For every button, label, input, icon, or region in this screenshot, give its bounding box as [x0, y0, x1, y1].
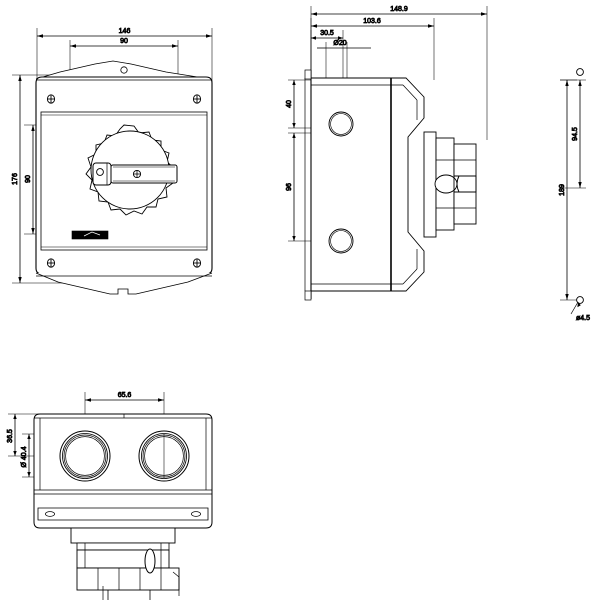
side-view-dimension-103-6: 103.6	[310, 18, 435, 80]
side-view-enclosure-profile	[310, 77, 425, 292]
side-view-cable-entry-lower	[328, 228, 354, 254]
cover-screw-top-right	[192, 94, 202, 104]
dimension-label: 94.5	[572, 127, 579, 141]
dimension-label: 148.9	[390, 6, 408, 13]
dimension-label: 146	[119, 28, 131, 35]
dimension-label: 189	[559, 184, 566, 196]
front-view-padlock-hasp[interactable]	[92, 162, 112, 186]
dimension-label: 96	[286, 183, 293, 191]
mounting-hole-top	[576, 68, 584, 76]
side-view-mounting-plate	[304, 69, 312, 301]
bottom-view-cable-entry-right[interactable]	[138, 430, 190, 482]
mounting-hole-view: 189 94.5 ø4.5	[559, 68, 591, 322]
front-view-cover-screws	[46, 94, 202, 268]
side-view-cable-entry-upper	[328, 111, 354, 137]
mounting-hole-dimension-189: 189	[559, 80, 569, 300]
front-view-bottom-cap	[35, 272, 213, 295]
mounting-hole-dimension-94-5: 94.5	[572, 80, 582, 188]
dimension-label: Ø 40.4	[21, 446, 28, 467]
bottom-view-flange-strip	[37, 507, 209, 521]
dimension-label: 103.6	[363, 18, 381, 25]
dimension-label: 65.6	[118, 392, 132, 399]
mounting-hole-dimension-dia-4-5: ø4.5	[570, 301, 591, 322]
side-view-dimension-30-5: 30.5	[310, 30, 344, 80]
dimension-label: 36.5	[7, 429, 14, 443]
dimension-label: 90	[120, 38, 128, 45]
front-view-top-cap	[35, 60, 211, 80]
front-view: 146 90 176	[12, 28, 213, 295]
front-view-switch-lever[interactable]	[110, 164, 178, 184]
front-view-nameplate	[71, 230, 109, 240]
bottom-view: 65.6 36.5 Ø 40.4	[7, 392, 213, 600]
dimension-label: ø4.5	[576, 315, 590, 322]
cover-screw-bottom-left	[46, 258, 56, 268]
side-view-cable-gland	[423, 131, 477, 238]
top-cap-vent-hole	[120, 66, 128, 74]
lever-pivot-screw	[132, 169, 142, 179]
side-view: 148.9 103.6 30.5	[286, 6, 488, 301]
cover-screw-top-left	[46, 94, 56, 104]
bottom-view-gland-assembly	[70, 527, 180, 600]
gland-seal-ring	[144, 548, 156, 574]
cover-screw-bottom-right	[192, 258, 202, 268]
bottom-view-cable-entry-left[interactable]	[59, 430, 111, 482]
dimension-label: 90	[25, 175, 32, 183]
dimension-label: 176	[12, 173, 19, 185]
dimension-label: 30.5	[320, 30, 334, 37]
dimension-label: Ø20	[333, 40, 346, 47]
dimension-label: 40	[286, 100, 293, 108]
